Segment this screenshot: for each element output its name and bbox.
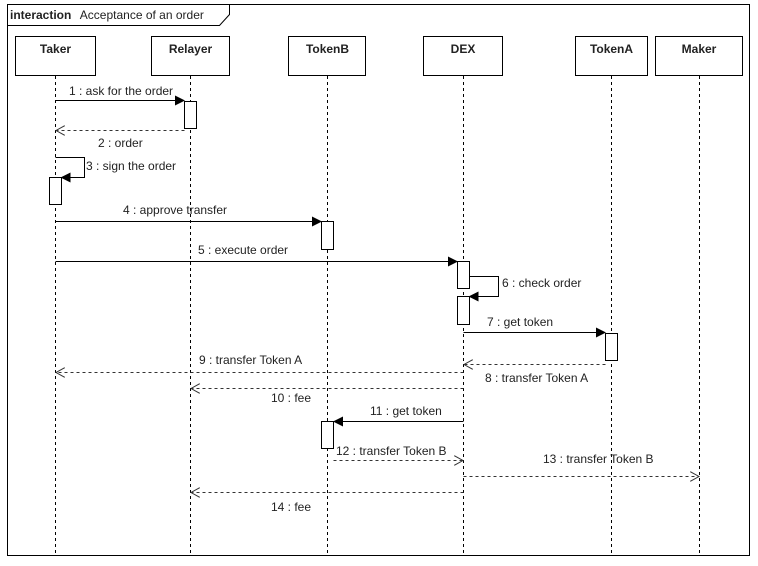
message-1: 1 : ask for the order [55,84,185,106]
interaction-frame [7,4,750,556]
message-6-label: 6 : check order [502,276,581,290]
message-8-label: 8 : transfer Token A [485,371,588,385]
activation-bars [49,101,618,449]
message-5-label: 5 : execute order [198,243,288,257]
message-4-label: 4 : approve transfer [123,203,227,217]
message-12: 12 : transfer Token B [333,444,464,461]
message-9: 9 : transfer Token A [56,353,464,373]
message-4: 4 : approve transfer [55,203,322,227]
lifeline-maker: Maker [655,36,743,76]
message-1-label: 1 : ask for the order [69,84,173,98]
activation-dex-6 [457,296,470,325]
message-6: 6 : check order [468,276,581,302]
message-13: 13 : transfer Token B [463,452,700,477]
frame-keyword: interaction [10,8,71,22]
lifeline-tokenb: TokenB [288,36,366,76]
message-11: 11 : get token [333,404,464,427]
lifeline-label-relayer: Relayer [169,42,213,56]
message-10-label: 10 : fee [271,391,311,405]
svg-text:interaction Acceptance of: interaction Acceptance of an order [10,6,204,23]
message-14-label: 14 : fee [271,500,311,514]
lifeline-label-tokena: TokenA [590,42,633,56]
message-3: 3 : sign the order [55,157,176,183]
message-12-label: 12 : transfer Token B [336,444,447,458]
message-7-label: 7 : get token [487,315,553,329]
lifeline-dex: DEX [423,36,503,76]
activation-tokenb-11 [321,421,334,449]
message-11-label: 11 : get token [370,404,442,418]
message-2: 2 : order [56,131,185,150]
lifeline-lines [55,76,700,555]
lifeline-label-maker: Maker [682,42,717,56]
lifeline-label-dex: DEX [451,42,476,56]
message-3-arrow [55,157,85,183]
frame-tag-pentagon [7,4,230,26]
lifeline-taker: Taker [15,36,96,76]
message-13-label: 13 : transfer Token B [543,452,654,466]
message-14: 14 : fee [191,493,464,514]
activation-tokenb-4 [321,221,334,250]
message-5: 5 : execute order [55,243,458,267]
activation-taker-3 [49,177,62,205]
frame-name: Acceptance of an order [80,8,204,22]
lifeline-label-taker: Taker [40,42,71,56]
lifeline-tokena: TokenA [575,36,648,76]
activation-relayer-1 [184,101,197,129]
activation-dex-5 [457,261,470,289]
message-6-arrow [468,276,499,302]
activation-tokena-7 [605,333,618,361]
message-10: 10 : fee [191,389,464,405]
message-8: 8 : transfer Token A [464,365,606,385]
message-3-label: 3 : sign the order [86,159,176,173]
lifeline-label-tokenb: TokenB [306,42,349,56]
message-7: 7 : get token [463,315,606,338]
message-2-label: 2 : order [98,136,143,150]
message-9-label: 9 : transfer Token A [199,353,302,367]
lifeline-relayer: Relayer [151,36,230,76]
